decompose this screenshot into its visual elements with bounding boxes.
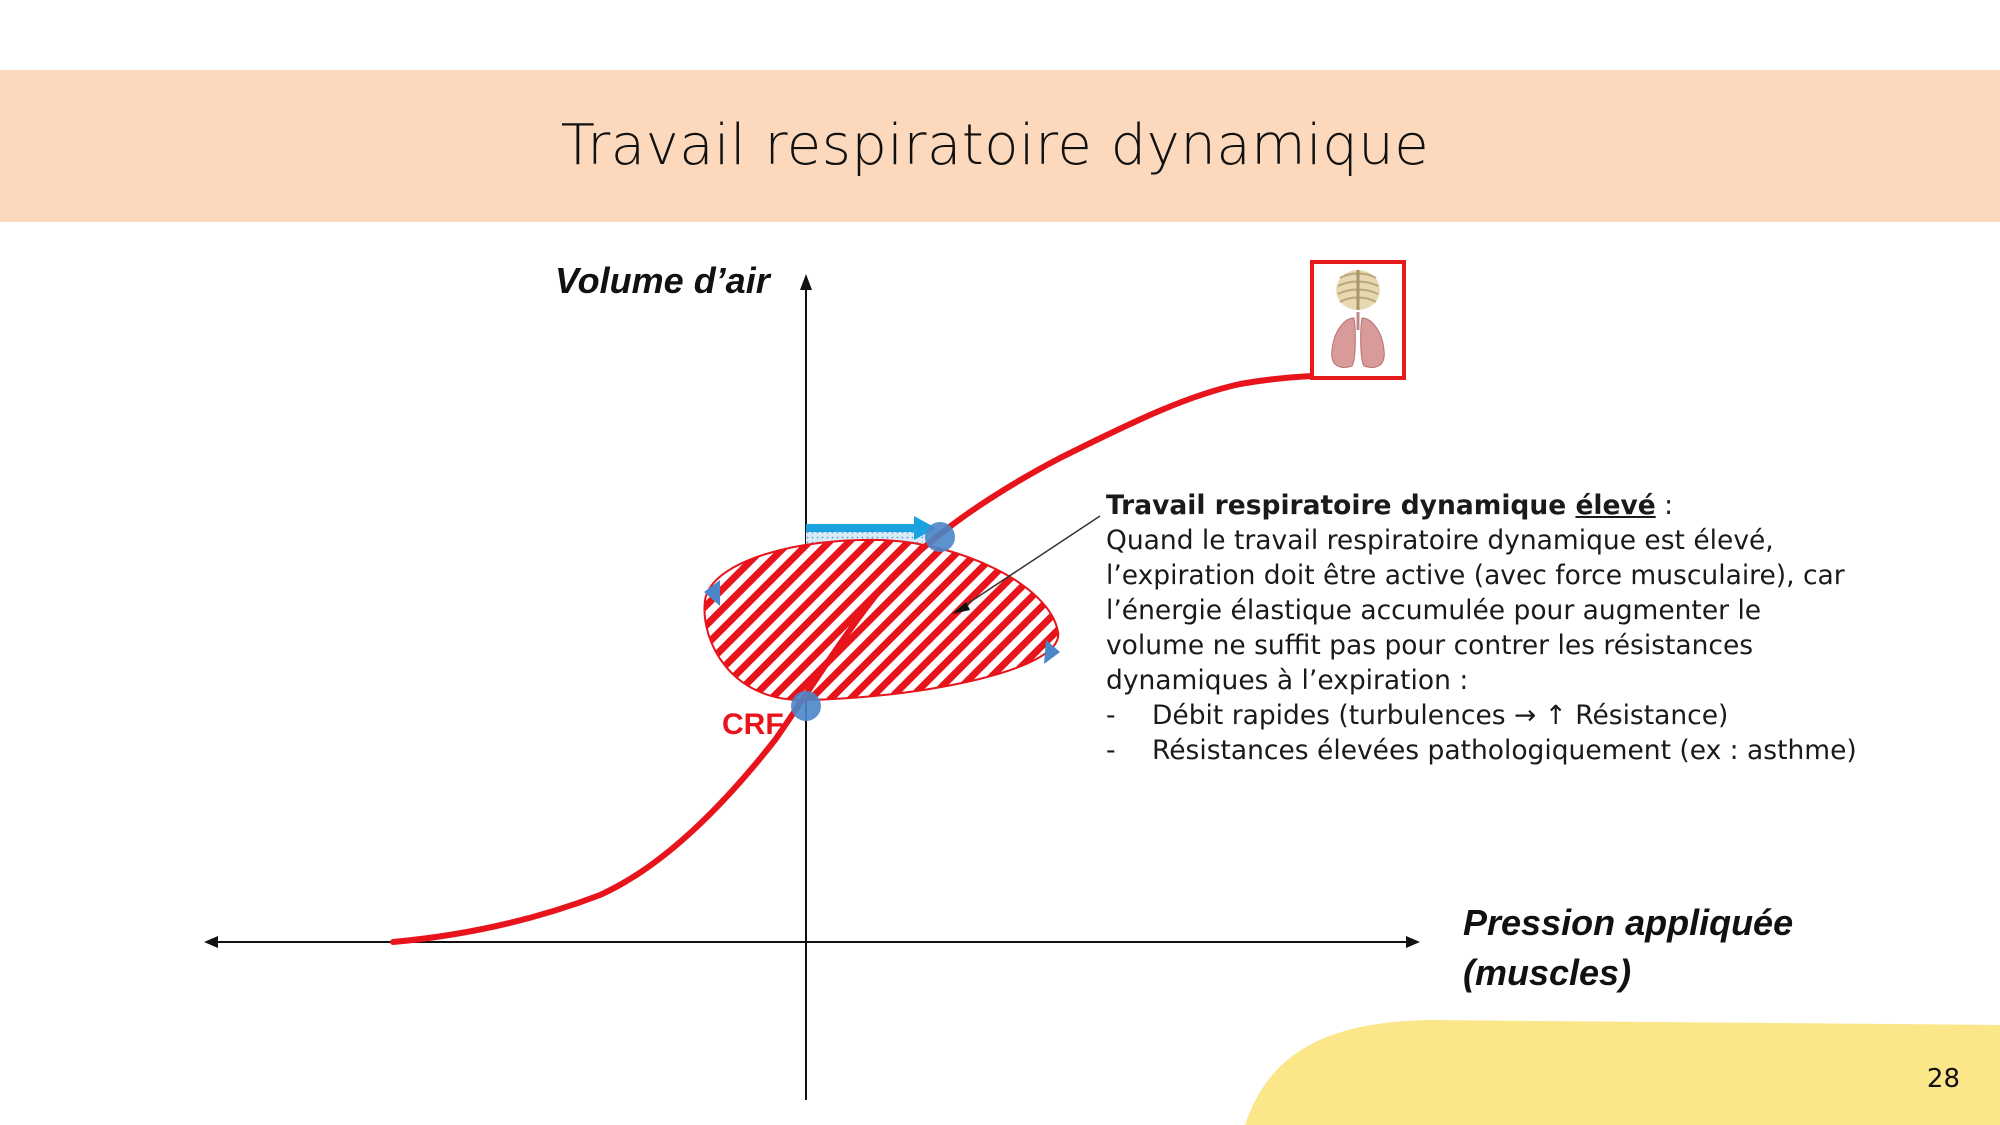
bullet-text: Débit rapides (turbulences → ↑ Résistanc…: [1152, 700, 1729, 731]
pressure-shift-arrow: [806, 516, 936, 540]
crf-label: CRF: [722, 708, 784, 741]
heading-underlined: élevé: [1575, 490, 1656, 521]
x-axis-label: Pression appliquée (muscles): [1463, 898, 1793, 998]
x-axis: [204, 936, 1420, 948]
annotation-pointer: [952, 515, 1101, 614]
loop-direction-arrow-left: [704, 580, 720, 606]
ribcage-and-lungs-icon: [1310, 260, 1406, 380]
hatched-dynamic-work-loop: [703, 538, 1060, 702]
crf-point: [791, 691, 821, 721]
bullet-marker: -: [1106, 735, 1116, 766]
y-axis-label: Volume d’air: [555, 260, 770, 301]
bullet-item: - Débit rapides (turbulences → ↑ Résista…: [1106, 698, 1866, 733]
heading-suffix: :: [1655, 490, 1674, 521]
explanation-text: Travail respiratoire dynamique élevé : Q…: [1106, 488, 1866, 768]
decorative-yellow-shape: [1245, 1020, 2000, 1125]
compliance-curve: [390, 373, 1315, 945]
x-axis-label-line2: (muscles): [1463, 952, 1632, 993]
bullet-marker: -: [1106, 700, 1116, 731]
bullet-item: - Résistances élevées pathologiquement (…: [1106, 733, 1866, 768]
explanation-heading: Travail respiratoire dynamique élevé :: [1106, 488, 1866, 523]
slide-title: Travail respiratoire dynamique: [560, 113, 1430, 178]
heading-bold: Travail respiratoire dynamique: [1106, 490, 1576, 521]
page-number: 28: [1926, 1064, 1960, 1094]
title-band: [0, 70, 2000, 222]
x-axis-label-line1: Pression appliquée: [1463, 902, 1794, 943]
bullet-text: Résistances élevées pathologiquement (ex…: [1152, 735, 1857, 766]
explanation-body: Quand le travail respiratoire dynamique …: [1106, 525, 1845, 696]
loop-direction-arrow-right: [1044, 640, 1060, 664]
end-inspiration-point: [925, 522, 955, 552]
